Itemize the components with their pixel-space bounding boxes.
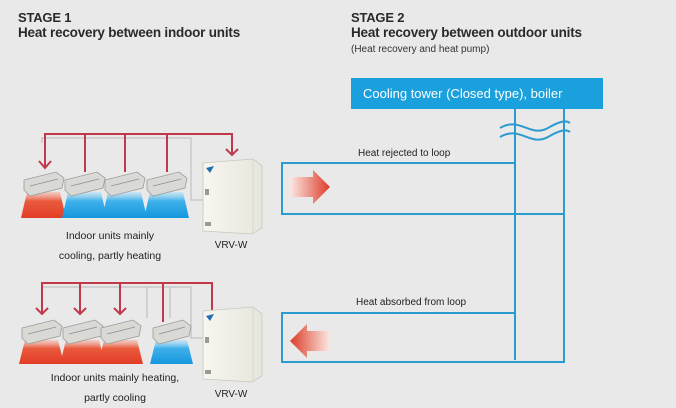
arrow-right-icon	[290, 170, 330, 204]
indoor-caption-top-line1: Indoor units mainly	[65, 230, 155, 242]
cooling-tower-label: Cooling tower (Closed type), boiler	[363, 86, 563, 101]
water-loop	[281, 109, 565, 363]
stage1-title: Heat recovery between indoor units	[18, 25, 241, 40]
indoor-unit-cooling	[62, 171, 107, 218]
arrow-down-icon	[73, 307, 87, 316]
refrigerant-lines-bottom	[35, 282, 213, 322]
arrow-down-icon	[225, 148, 239, 157]
vrv-w-unit-bottom	[202, 306, 263, 383]
indoor-units-top	[21, 171, 189, 218]
stage1-number: STAGE 1	[18, 10, 72, 25]
refrigerant-lines-top	[38, 133, 239, 172]
loop-branch-top	[281, 162, 564, 215]
arrow-down-icon	[38, 160, 52, 170]
indoor-caption-bottom-line2: partly cooling	[84, 392, 146, 404]
indoor-caption-bottom-line1: Indoor units mainly heating,	[50, 372, 180, 384]
stage2-subtitle: (Heat recovery and heat pump)	[351, 44, 490, 55]
indoor-unit-cooling	[102, 171, 147, 218]
vrv-w-label-bottom: VRV-W	[214, 389, 248, 400]
arrow-left-icon	[290, 324, 330, 358]
heat-rejected-label: Heat rejected to loop	[358, 148, 451, 159]
indoor-unit-heating	[60, 319, 105, 364]
pipe-break-icon	[499, 120, 571, 141]
brand-logo-icon	[206, 166, 214, 173]
indoor-caption-bottom: Indoor units mainly heating, partly cool…	[20, 368, 210, 408]
brand-logo-icon	[206, 314, 214, 321]
heat-absorbed-label: Heat absorbed from loop	[356, 297, 467, 308]
indoor-unit-cooling	[144, 171, 189, 218]
vrv-w-unit-top	[202, 158, 263, 235]
arrow-down-icon	[35, 307, 49, 316]
loop-branch-bottom	[281, 310, 565, 363]
indoor-units-bottom	[19, 319, 193, 364]
indoor-caption-top: Indoor units mainly cooling, partly heat…	[30, 226, 190, 266]
stage2-number: STAGE 2	[351, 10, 405, 25]
indoor-unit-heating	[21, 171, 66, 218]
indoor-unit-heating	[98, 319, 143, 364]
cooling-tower-box: Cooling tower (Closed type), boiler	[351, 78, 603, 109]
indoor-unit-cooling	[150, 319, 193, 364]
vrv-w-label-top: VRV-W	[214, 240, 248, 251]
indoor-caption-top-line2: cooling, partly heating	[58, 250, 162, 262]
stage2-title: Heat recovery between outdoor units	[351, 25, 582, 40]
indoor-unit-heating	[19, 319, 64, 364]
arrow-down-icon	[113, 307, 127, 316]
